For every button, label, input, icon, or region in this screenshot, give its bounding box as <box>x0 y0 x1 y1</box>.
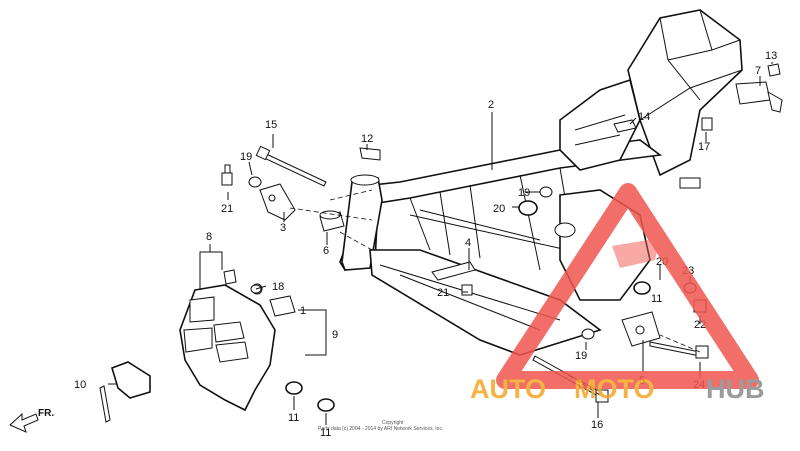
callout-1: 1 <box>300 305 306 317</box>
label-13 <box>767 63 781 77</box>
callout-4: 4 <box>465 237 471 249</box>
washer-19-left <box>248 176 262 188</box>
grommet-11-a <box>285 381 303 395</box>
callout-21a: 21 <box>221 203 233 215</box>
callout-15: 15 <box>265 119 277 131</box>
callout-14: 14 <box>638 111 650 123</box>
callout-19b: 19 <box>518 187 530 199</box>
front-direction-label: FR. <box>38 408 54 419</box>
bolt-21-left <box>221 164 233 186</box>
bolt-17 <box>701 117 713 131</box>
holder-7 <box>735 81 783 113</box>
copyright-line-2: Parts data (c) 2004 - 2014 by ARI Networ… <box>318 426 443 432</box>
main-frame <box>339 9 743 356</box>
callout-11a: 11 <box>288 412 299 424</box>
callout-16: 16 <box>591 419 603 431</box>
callout-12: 12 <box>361 133 373 145</box>
watermark-auto: AUTO <box>470 374 546 404</box>
callout-9: 9 <box>332 329 338 341</box>
callout-19a: 19 <box>240 151 252 163</box>
automotohub-watermark: AUTO MOTO HUB <box>470 183 765 404</box>
callout-7: 7 <box>755 65 761 77</box>
steering-stem-bolt <box>255 145 327 187</box>
callout-17: 17 <box>698 141 710 153</box>
callout-13: 13 <box>765 50 777 62</box>
label-12 <box>359 147 381 161</box>
washer-19-center <box>539 186 553 198</box>
callout-2: 2 <box>488 99 494 111</box>
washer-20-center <box>518 200 538 216</box>
reference-lines <box>289 189 701 396</box>
callout-20a: 20 <box>493 203 505 215</box>
watermark-triangle-icon <box>496 183 759 389</box>
stand-10 <box>99 361 151 423</box>
watermark-moto: MOTO <box>574 374 655 404</box>
bracket-3 <box>259 183 296 221</box>
watermark-hub: HUB <box>706 374 765 404</box>
side-cover-assembly <box>179 269 296 412</box>
callout-21b: 21 <box>437 287 449 299</box>
callout-labels: 1 2 3 4 5 6 7 8 9 10 11 11 11 12 13 14 1… <box>74 50 777 439</box>
callout-18: 18 <box>272 281 284 293</box>
copyright-line-1: Copyright <box>382 420 404 426</box>
bracket-4 <box>431 261 476 281</box>
copyright-notice: Copyright Parts data (c) 2004 - 2014 by … <box>318 420 443 432</box>
front-direction-arrow: FR. <box>9 408 54 433</box>
callout-10: 10 <box>74 379 86 391</box>
callout-6: 6 <box>323 245 329 257</box>
bolt-24 <box>649 341 709 359</box>
grommet-11-c <box>633 281 651 295</box>
callout-8: 8 <box>206 231 212 243</box>
grommet-11-b <box>317 398 335 412</box>
callout-11b: 11 <box>320 427 331 439</box>
bracket-5 <box>621 311 661 347</box>
callout-19c: 19 <box>575 350 587 362</box>
washer-19-right <box>581 328 595 340</box>
bolt-21-center <box>461 284 473 296</box>
callout-3: 3 <box>280 222 286 234</box>
callout-11c: 11 <box>651 293 662 305</box>
